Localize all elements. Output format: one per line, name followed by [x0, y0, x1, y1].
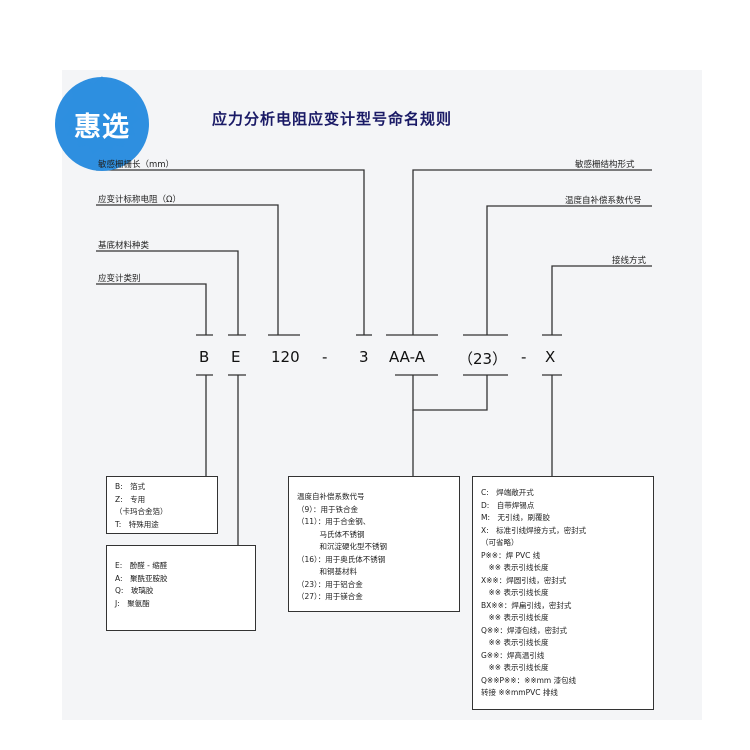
code-resistance-value: 120 [271, 348, 300, 366]
label-resistance: 应变计标称电阻（Ω） [98, 195, 181, 205]
label-wiring: 接线方式 [612, 256, 647, 266]
line-resistance [96, 204, 279, 335]
line-to-box-temp [412, 375, 488, 411]
code-dash-1: - [322, 348, 328, 366]
box-line: BX※※：焊扁引线，密封式 [481, 600, 572, 610]
box-line: 马氏体不锈钢 [297, 529, 365, 539]
box-line: （16）：用于奥氏体不锈钢 [297, 554, 386, 564]
box-line: ※※ 表示引线长度 [481, 563, 549, 572]
box-line: X※※：焊圆引线，密封式 [481, 575, 567, 585]
box-line: G※※：焊高温引线 [481, 650, 545, 660]
box-line: （9）：用于铁合金 [297, 504, 359, 514]
label-base-material: 基底材料种类 [98, 241, 150, 251]
box-line: Q※※P※※：※※mm 漆包线 [481, 675, 577, 685]
box-line: 温度自补偿系数代号 [297, 492, 365, 501]
box-base-material: E: 酚醛 - 缩醛 A: 聚酰亚胺胶 Q: 玻璃胶 J: 聚氨酯 [106, 545, 256, 631]
brand-badge [55, 76, 149, 171]
box-line: （11）：用于合金钢、 [297, 517, 371, 526]
box-line: E: 酚醛 - 缩醛 [115, 561, 168, 570]
code-grid-structure-value: AA-A [389, 348, 425, 366]
line-gauge-class [96, 283, 207, 335]
box-line: Z: 专用 [115, 494, 146, 504]
box-line: ※※ 表示引线长度 [481, 588, 549, 597]
line-wiring [551, 265, 652, 335]
box-line: 和沉淀硬化型不锈钢 [297, 542, 387, 551]
line-grid-structure [412, 169, 652, 335]
box-line: （27）：用于镁合金 [297, 592, 363, 601]
box-line: X: 标准引线焊接方式，密封式 [481, 525, 587, 535]
box-line: （卡玛合金箔） [115, 507, 168, 516]
code-temp-comp-value: （23） [458, 350, 508, 368]
box-wiring: C: 焊端敞开式 D: 自带焊锡点 M: 无引线，刷覆胶 X: 标准引线焊接方式… [472, 476, 654, 710]
box-line: J: 聚氨酯 [115, 598, 150, 608]
box-line: 和铜基材料 [297, 567, 357, 576]
diagram-title: 应力分析电阻应变计型号命名规则 [212, 110, 453, 128]
line-grid-length [96, 169, 365, 335]
box-line: （23）：用于铝合金 [297, 579, 363, 589]
line-temp-comp [486, 205, 652, 335]
box-line: P※※：焊 PVC 线 [481, 550, 541, 560]
label-grid-structure: 敏感栅结构形式 [575, 160, 635, 170]
box-line: M: 无引线，刷覆胶 [481, 513, 550, 522]
code-dash-2: - [521, 348, 527, 366]
box-line: ※※ 表示引线长度 [481, 613, 549, 622]
box-temp-comp: 温度自补偿系数代号 （9）：用于铁合金 （11）：用于合金钢、 马氏体不锈钢 和… [288, 476, 460, 612]
box-line: Q※※：焊漆包线，密封式 [481, 625, 567, 635]
box-gauge-class: B: 箔式 Z: 专用 （卡玛合金箔） T: 特殊用途 [106, 476, 218, 534]
box-line: T: 特殊用途 [115, 519, 159, 529]
box-line: Q: 玻璃胶 [115, 586, 154, 595]
box-line: （可省略） [481, 538, 519, 547]
label-temp-comp: 温度自补偿系数代号 [565, 196, 642, 206]
box-line: A: 聚酰亚胺胶 [115, 573, 168, 583]
line-base-material [96, 250, 239, 335]
code-grid-length-value: 3 [359, 348, 369, 366]
code-b: B [199, 348, 210, 366]
box-line: D: 自带焊锡点 [481, 500, 535, 510]
code-e: E [231, 348, 241, 366]
badge-label: 惠选 [74, 111, 130, 143]
box-line: ※※ 表示引线长度 [481, 638, 549, 647]
label-gauge-class: 应变计类别 [98, 274, 141, 284]
box-line: ※※ 表示引线长度 [481, 663, 549, 672]
box-line: 转接 ※※mmPVC 排线 [481, 688, 558, 697]
code-x: X [545, 348, 556, 366]
box-line: B: 箔式 [115, 482, 146, 491]
box-line: C: 焊端敞开式 [481, 488, 534, 497]
label-grid-length: 敏感栅栅长（mm） [98, 160, 175, 170]
